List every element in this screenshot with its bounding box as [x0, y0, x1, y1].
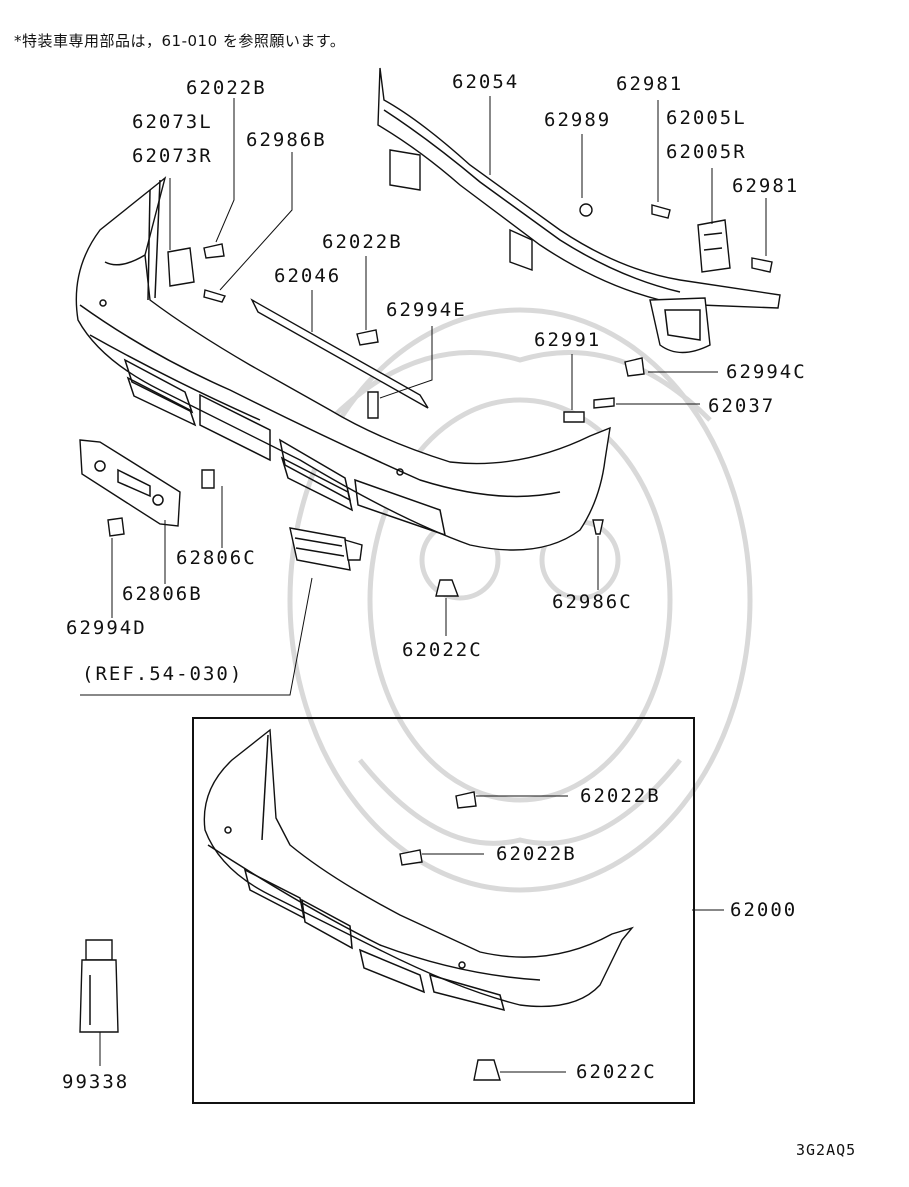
part-label-62022c-main[interactable]: 62022C [402, 639, 483, 661]
clip-62806c [201, 469, 215, 489]
bracket-62073 [167, 247, 195, 287]
front-bumper-cover [75, 176, 611, 551]
front-reinforcement-bar [377, 67, 781, 354]
part-label-62022b-top[interactable]: 62022B [186, 77, 267, 99]
reference-label[interactable]: (REF.54-030) [82, 663, 244, 685]
bracket-62005 [697, 219, 731, 273]
license-plate-bracket [79, 439, 181, 527]
part-label-62022b-mid[interactable]: 62022B [322, 231, 403, 253]
part-label-62806c[interactable]: 62806C [176, 547, 257, 569]
part-label-62005r[interactable]: 62005R [666, 141, 747, 163]
part-label-62022b-inset-2[interactable]: 62022B [496, 843, 577, 865]
inset-frame [192, 717, 695, 1104]
header-note: *特装車専用部品は，61-010 を参照願います。 [14, 32, 346, 50]
bracket-62005-detail [703, 232, 723, 251]
part-label-62073l[interactable]: 62073L [132, 111, 213, 133]
part-label-62981-top[interactable]: 62981 [616, 73, 684, 95]
part-label-62037[interactable]: 62037 [708, 395, 776, 417]
leader-lines [80, 96, 767, 696]
part-label-62991[interactable]: 62991 [534, 329, 602, 351]
part-label-62046[interactable]: 62046 [274, 265, 342, 287]
part-label-62005l[interactable]: 62005L [666, 107, 747, 129]
part-label-62986c[interactable]: 62986C [552, 591, 633, 613]
part-label-62022c-inset[interactable]: 62022C [576, 1061, 657, 1083]
part-label-62806b[interactable]: 62806B [122, 583, 203, 605]
part-label-62994c[interactable]: 62994C [726, 361, 807, 383]
grille-strip-62046 [250, 298, 429, 409]
part-label-99338[interactable]: 99338 [62, 1071, 130, 1093]
part-label-62054[interactable]: 62054 [452, 71, 520, 93]
part-label-62073r[interactable]: 62073R [132, 145, 213, 167]
part-label-62981-right[interactable]: 62981 [732, 175, 800, 197]
fasteners [107, 203, 773, 597]
part-label-62994d[interactable]: 62994D [66, 617, 147, 639]
part-label-62994e[interactable]: 62994E [386, 299, 467, 321]
part-label-62022b-inset-1[interactable]: 62022B [580, 785, 661, 807]
part-label-62986b[interactable]: 62986B [246, 129, 327, 151]
inset-bumper-assembly [203, 728, 724, 1081]
touch-up-paint-bottle [79, 939, 119, 1066]
fog-lamp [289, 527, 363, 571]
part-label-62989[interactable]: 62989 [544, 109, 612, 131]
diagram-code: 3G2AQ5 [796, 1141, 857, 1159]
part-label-62000[interactable]: 62000 [730, 899, 798, 921]
